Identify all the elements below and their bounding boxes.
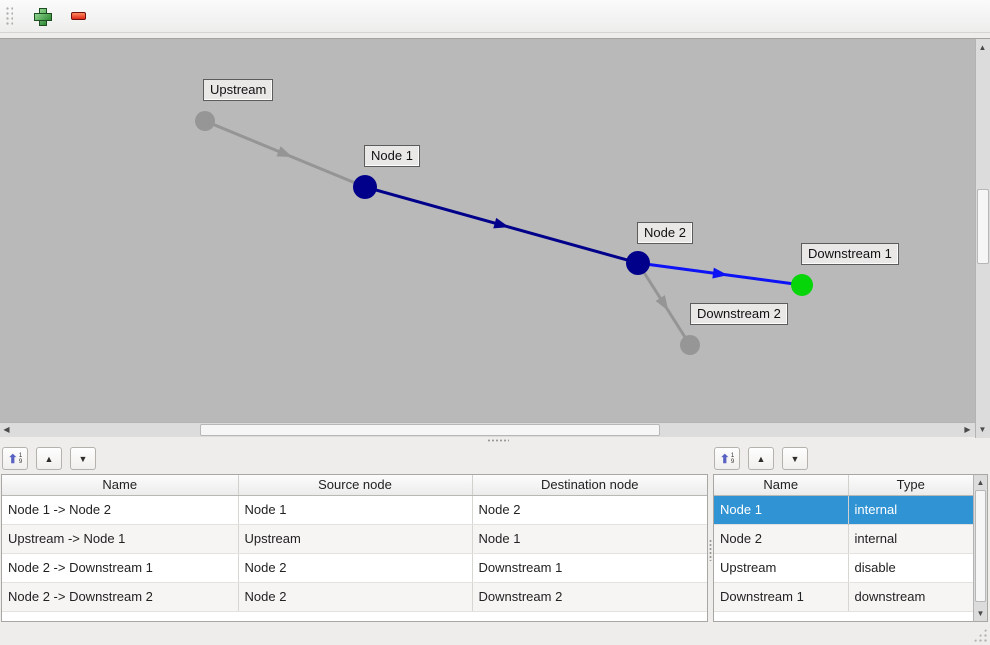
table-cell: Node 2 [238,553,473,583]
node-label-downstream2[interactable]: Downstream 2 [690,303,788,325]
table-cell: internal [848,524,973,554]
main-toolbar [0,0,990,33]
table-cell: Node 2 [472,495,707,525]
table-cell: Node 1 [714,495,849,525]
canvas-horizontal-scrollbar[interactable]: ◀ ▶ [0,422,975,437]
table-cell: Node 2 [714,524,849,554]
horizontal-pane-splitter[interactable] [0,437,990,444]
node-label-node2[interactable]: Node 2 [637,222,693,244]
splitter-handle-dots [709,539,712,561]
table-cell: Downstream 2 [472,582,707,612]
column-header-type[interactable]: Type [848,475,973,496]
vertical-pane-splitter[interactable] [708,444,713,622]
table-cell: Upstream [238,524,473,554]
edge-arrow-icon [493,217,510,229]
scroll-right-icon[interactable]: ▶ [964,425,971,434]
node-label-upstream[interactable]: Upstream [203,79,274,101]
column-header-name[interactable]: Name [2,475,239,496]
node-label-downstream1[interactable]: Downstream 1 [801,243,899,265]
move-down-icon: ▼ [790,453,800,464]
graph-svg [195,111,813,355]
table-cell: downstream [848,582,973,612]
table-cell: Upstream -> Node 1 [2,524,239,554]
edges-move-down-button[interactable]: ▼ [70,447,96,470]
node-upstream[interactable] [195,111,215,131]
table-cell: Node 1 [238,495,473,525]
column-header-name[interactable]: Name [714,475,849,496]
edges-move-up-button[interactable]: ▲ [36,447,62,470]
edge-arrow-icon [655,295,669,311]
table-cell: Node 1 [472,524,707,554]
canvas-vertical-scrollbar[interactable]: ▲ ▼ [975,39,990,438]
plus-icon [34,8,52,26]
vertical-scroll-thumb[interactable] [977,189,989,264]
table-cell: internal [848,495,973,525]
edge-arrow-icon [712,267,728,279]
horizontal-scroll-thumb[interactable] [200,424,660,436]
table-cell: Downstream 1 [714,582,849,612]
move-up-icon: ▲ [756,453,766,464]
minus-icon [70,12,86,20]
nodes-move-up-button[interactable]: ▲ [748,447,774,470]
nodes-table-scrollbar[interactable]: ▲ ▼ [973,474,988,622]
nodes-scroll-thumb[interactable] [975,490,986,602]
table-cell: Node 1 -> Node 2 [2,495,239,525]
node-label-node1[interactable]: Node 1 [364,145,420,167]
node-node1[interactable] [353,175,377,199]
add-button[interactable] [29,3,55,29]
scroll-left-icon[interactable]: ◀ [3,425,10,434]
column-header-destination-node[interactable]: Destination node [472,475,707,496]
node-node2[interactable] [626,251,650,275]
edge-arrow-icon [276,146,293,158]
table-cell: Upstream [714,553,849,583]
table-cell: Node 2 -> Downstream 2 [2,582,239,612]
window-resize-grip[interactable] [973,628,987,642]
status-bar [0,622,990,645]
nodes-move-down-button[interactable]: ▼ [782,447,808,470]
remove-button[interactable] [65,3,91,29]
move-down-icon: ▼ [78,453,88,464]
splitter-handle-dots [487,439,509,442]
move-up-icon: ▲ [44,453,54,464]
scroll-down-icon[interactable]: ▼ [976,609,985,618]
column-header-source-node[interactable]: Source node [238,475,473,496]
table-cell: disable [848,553,973,583]
node-downstream2[interactable] [680,335,700,355]
scroll-up-icon[interactable]: ▲ [976,478,985,487]
node-downstream1[interactable] [791,274,813,296]
table-cell: Node 2 -> Downstream 1 [2,553,239,583]
table-cell: Node 2 [238,582,473,612]
toolbar-drag-handle[interactable] [4,5,13,27]
scroll-down-icon[interactable]: ▼ [978,425,987,434]
scroll-up-icon[interactable]: ▲ [978,43,987,52]
table-cell: Downstream 1 [472,553,707,583]
